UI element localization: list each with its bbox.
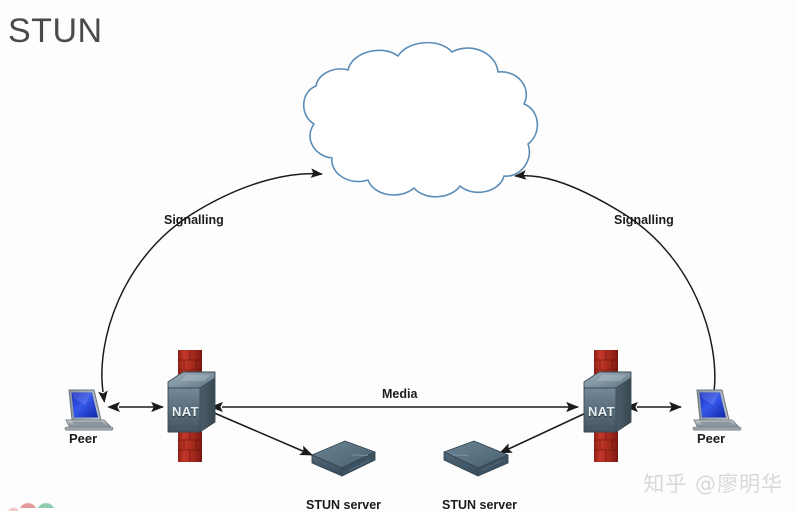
edge-nat-left-stun[interactable]	[201, 407, 313, 456]
edge-peer-left-cloud[interactable]	[98, 168, 323, 404]
label-media: Media	[382, 387, 418, 401]
nat-left-icon[interactable]	[167, 350, 216, 462]
edge-peer-right-cloud[interactable]	[514, 170, 719, 404]
label-nat-right: NAT	[588, 404, 615, 419]
label-stun-server-left: STUN server	[306, 498, 382, 512]
peer-right-laptop-icon[interactable]	[692, 389, 742, 431]
label-peer-left: Peer	[69, 431, 98, 446]
internet-cloud[interactable]	[302, 41, 539, 198]
edge-nat-right-stun[interactable]	[499, 406, 599, 454]
label-nat-left: NAT	[172, 404, 199, 419]
label-stun-server-right: STUN server	[442, 498, 518, 512]
label-peer-right: Peer	[697, 431, 726, 446]
zhihu-watermark: 知乎 @廖明华	[643, 472, 783, 496]
page-title: STUN	[8, 12, 103, 50]
nat-right-icon[interactable]	[583, 350, 632, 462]
stun-server-right-icon[interactable]	[443, 440, 509, 477]
stun-server-left-icon[interactable]	[311, 440, 376, 477]
peer-left-laptop-icon[interactable]	[64, 389, 114, 431]
label-signalling-left: Signalling	[164, 213, 224, 227]
label-signalling-right: Signalling	[614, 213, 674, 227]
corner-decoration-icon	[8, 503, 54, 511]
